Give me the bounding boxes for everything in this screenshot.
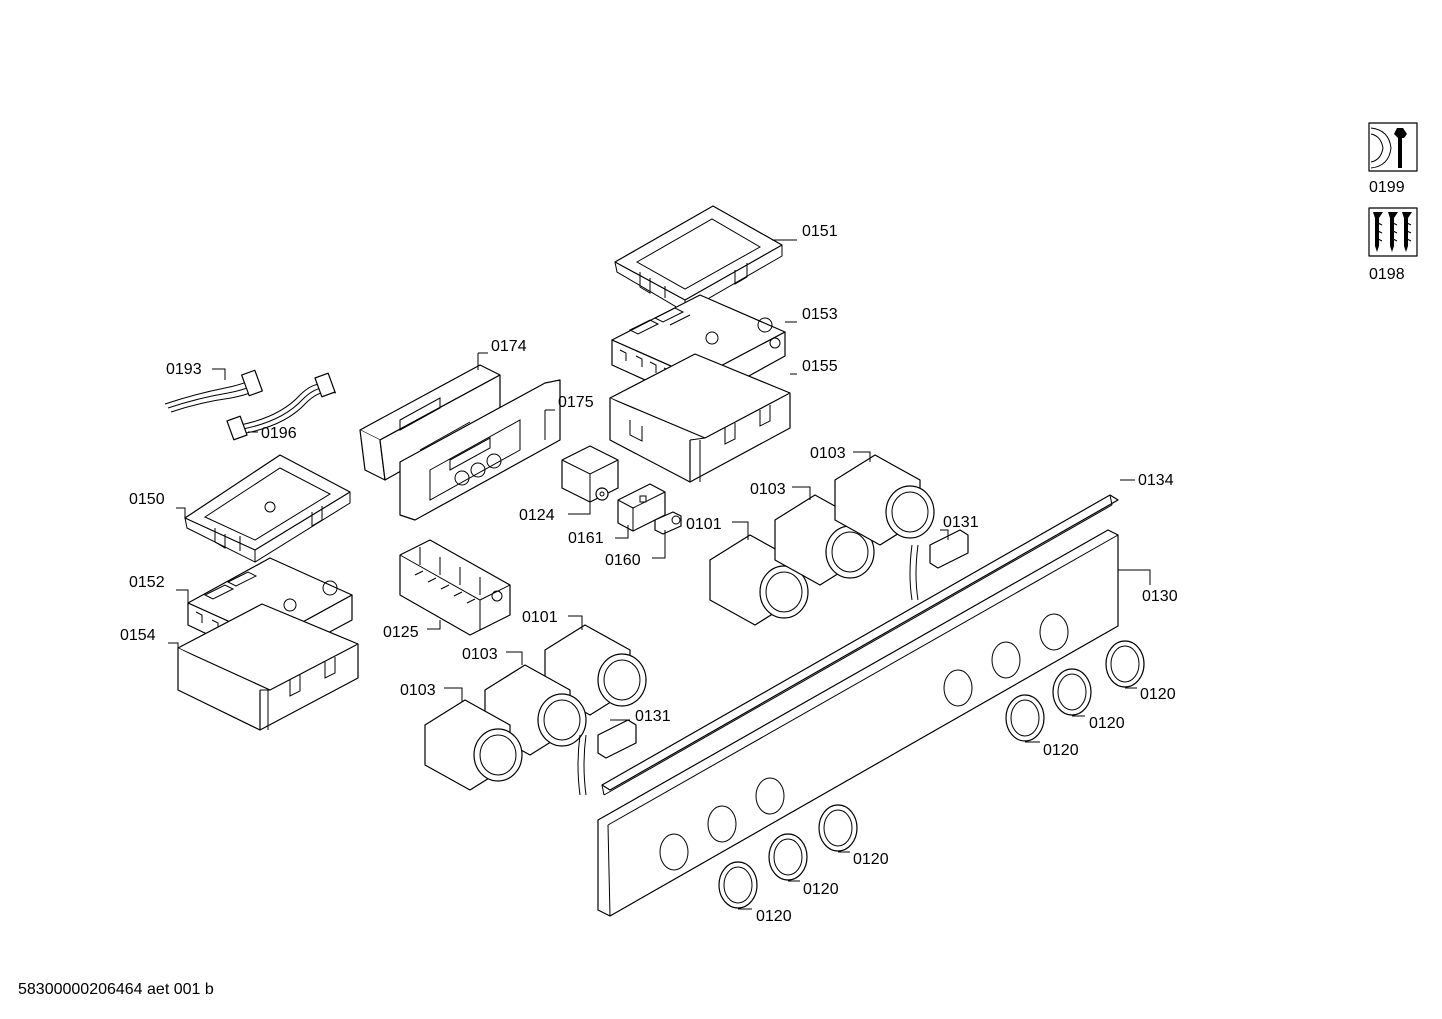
label-0103-top-a[interactable]: 0103 <box>750 481 786 498</box>
selector-0103-bottom-b[interactable] <box>424 699 523 791</box>
screw-set-label: 0198 <box>1369 266 1405 283</box>
label-0120-l2[interactable]: 0120 <box>803 881 839 898</box>
label-0152[interactable]: 0152 <box>129 574 165 591</box>
label-0120-r2[interactable]: 0120 <box>1089 715 1125 732</box>
label-0174[interactable]: 0174 <box>491 338 527 355</box>
tool-kit-icon[interactable] <box>1368 122 1418 172</box>
label-0131-bottom[interactable]: 0131 <box>635 708 671 725</box>
label-0120-l1[interactable]: 0120 <box>853 851 889 868</box>
label-0161[interactable]: 0161 <box>568 530 604 547</box>
label-0101-bottom[interactable]: 0101 <box>522 609 558 626</box>
switch-0124[interactable] <box>561 445 619 503</box>
label-0101-top[interactable]: 0101 <box>686 516 722 533</box>
label-0125[interactable]: 0125 <box>383 624 419 641</box>
label-0120-l3[interactable]: 0120 <box>756 908 792 925</box>
selector-0103-bottom-a[interactable] <box>484 664 587 756</box>
housing-0155[interactable] <box>609 353 791 483</box>
label-0154[interactable]: 0154 <box>120 627 156 644</box>
label-0175[interactable]: 0175 <box>558 394 594 411</box>
document-id: 58300000206464 aet 001 b <box>18 981 214 998</box>
wiring-harness-0196[interactable] <box>226 372 337 441</box>
leader-lines <box>168 239 1151 910</box>
label-0193[interactable]: 0193 <box>166 361 202 378</box>
terminal-block-0125[interactable] <box>399 539 511 636</box>
fascia-panel-0130[interactable] <box>597 529 1119 917</box>
label-0120-r3[interactable]: 0120 <box>1043 742 1079 759</box>
cover-0151[interactable] <box>614 205 783 313</box>
tool-kit-label: 0199 <box>1369 179 1405 196</box>
label-0151[interactable]: 0151 <box>802 223 838 240</box>
label-0103-top-b[interactable]: 0103 <box>810 445 846 462</box>
rail-0134[interactable] <box>601 494 1119 796</box>
part-labels: 0151 0153 0155 0174 0175 0193 0196 0150 … <box>120 223 1178 925</box>
connector-0131-top[interactable] <box>909 529 969 601</box>
label-0153[interactable]: 0153 <box>802 306 838 323</box>
circuit-board-0175[interactable] <box>399 379 561 521</box>
selector-0103-top-b[interactable] <box>834 454 935 546</box>
label-0120-r1[interactable]: 0120 <box>1140 686 1176 703</box>
cover-0150[interactable] <box>184 454 351 563</box>
housing-0154[interactable] <box>177 603 359 731</box>
bracket-0161[interactable] <box>617 483 666 532</box>
label-0150[interactable]: 0150 <box>129 491 165 508</box>
bezel-rings-0120[interactable] <box>718 640 1145 909</box>
circuit-board-0174[interactable] <box>359 364 501 481</box>
label-0160[interactable]: 0160 <box>605 552 641 569</box>
label-0124[interactable]: 0124 <box>519 507 555 524</box>
label-0103-bottom-a[interactable]: 0103 <box>462 646 498 663</box>
lamp-0160[interactable] <box>654 511 682 535</box>
wiring-harness-0193[interactable] <box>164 369 263 413</box>
label-0134[interactable]: 0134 <box>1138 472 1174 489</box>
label-0196[interactable]: 0196 <box>261 425 297 442</box>
screw-set-icon[interactable] <box>1368 207 1418 257</box>
knob-holes <box>659 613 1069 871</box>
control-module-0153[interactable] <box>611 294 786 405</box>
label-0130[interactable]: 0130 <box>1142 588 1178 605</box>
label-0131-top[interactable]: 0131 <box>943 514 979 531</box>
label-0103-bottom-b[interactable]: 0103 <box>400 682 436 699</box>
selector-0101-top[interactable] <box>709 534 809 626</box>
label-0155[interactable]: 0155 <box>802 358 838 375</box>
